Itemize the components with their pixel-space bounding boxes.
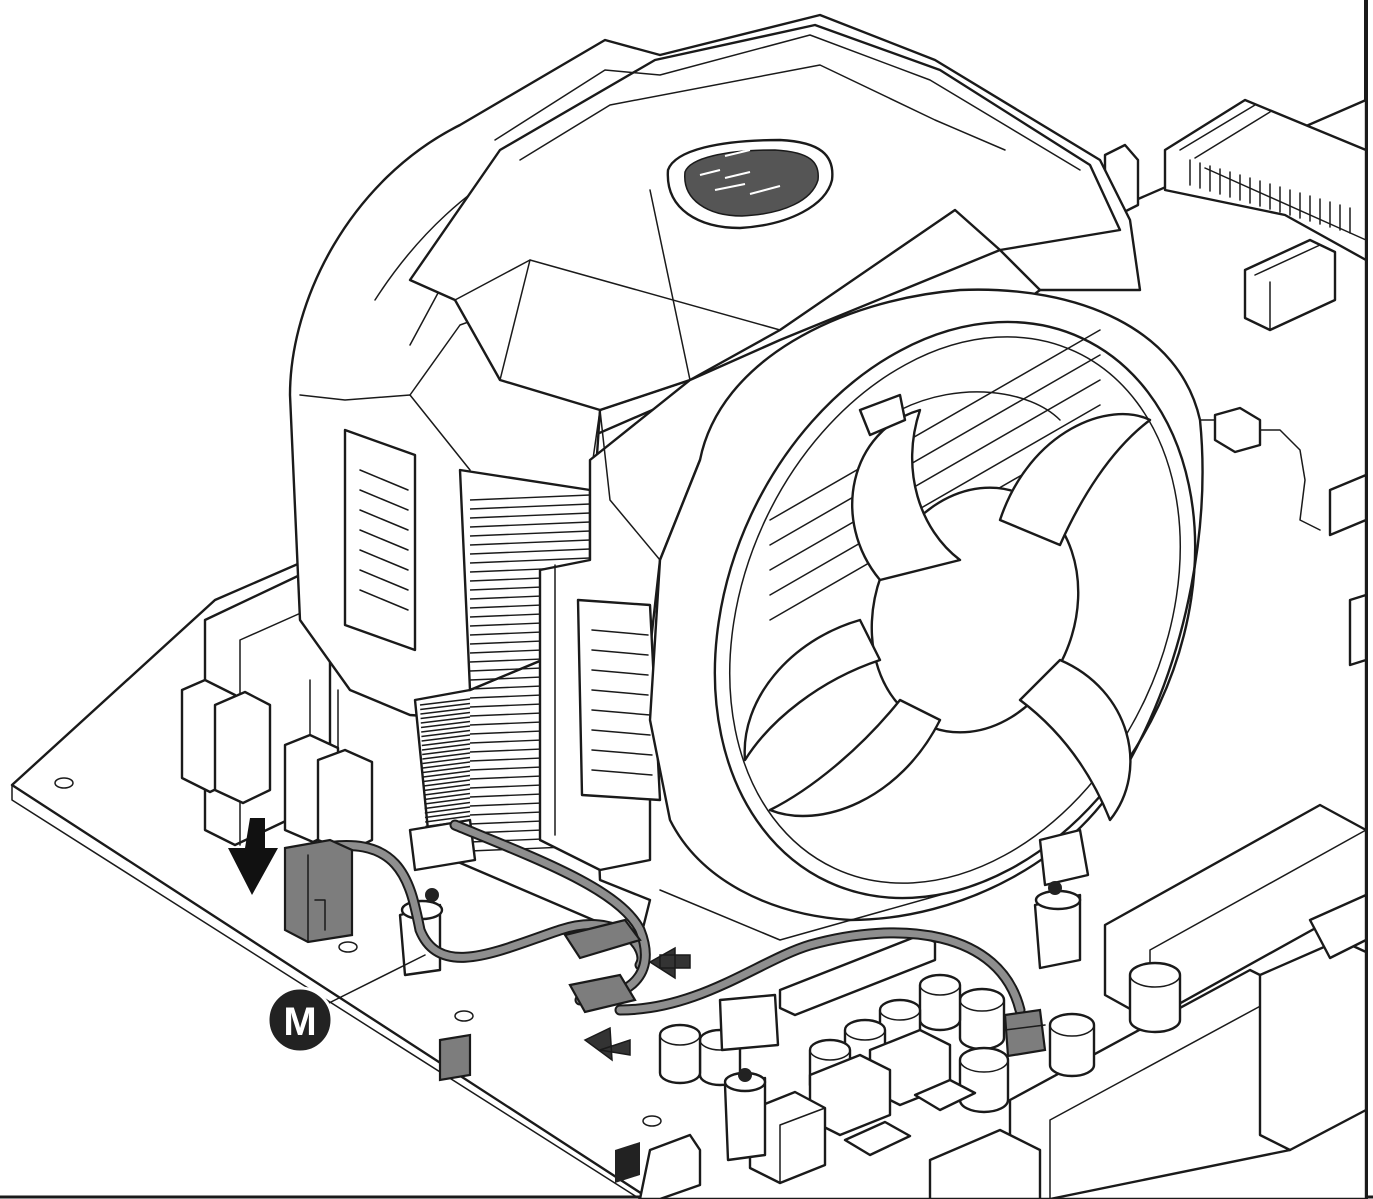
down-arrow-icon bbox=[228, 818, 278, 895]
argb-connector bbox=[1003, 1008, 1047, 1058]
cpu-fan-header-plug bbox=[283, 838, 354, 944]
left-arrow-lower-icon bbox=[583, 1026, 631, 1062]
y-splitter-connector-lower bbox=[568, 973, 637, 1014]
y-splitter-connector-upper bbox=[563, 918, 642, 960]
callout-m: M bbox=[266, 954, 426, 1054]
mounting-hardware bbox=[398, 818, 1090, 1162]
direction-arrows bbox=[228, 818, 691, 1062]
callout-label: M bbox=[283, 1000, 316, 1044]
left-arrow-icon bbox=[648, 946, 691, 980]
fan-connectors bbox=[283, 838, 1047, 1058]
cooler-fan bbox=[648, 288, 1204, 922]
